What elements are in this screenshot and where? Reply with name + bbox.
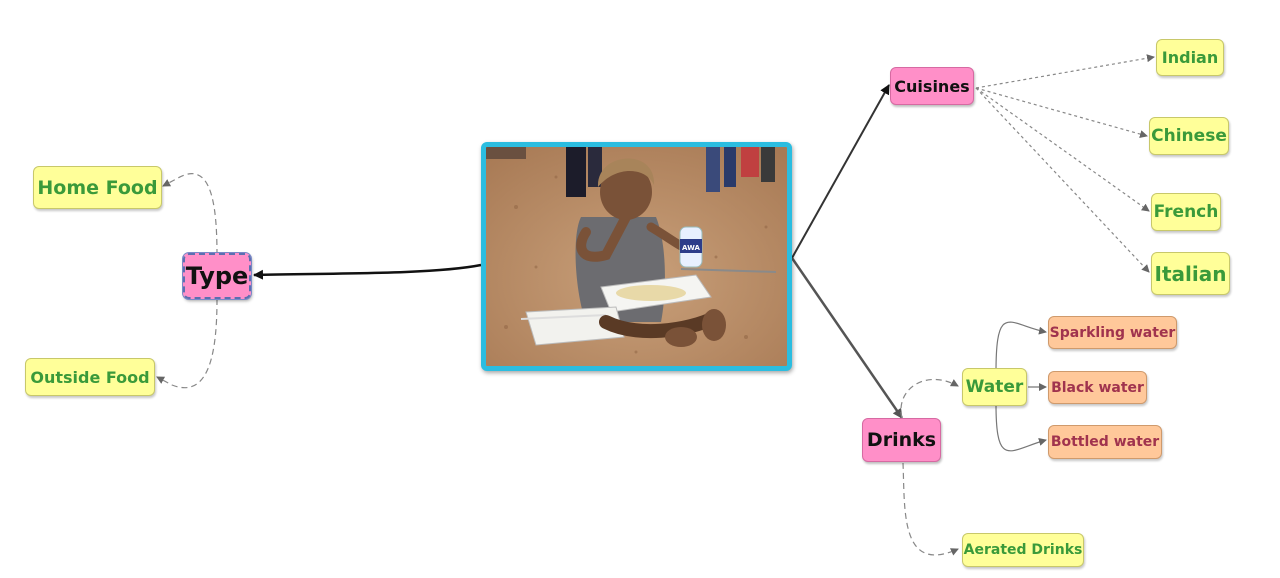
topic-cuisines-label: Cuisines: [894, 76, 970, 96]
subtopic-home-food[interactable]: Home Food: [33, 166, 162, 209]
subtopic-outside-food[interactable]: Outside Food: [25, 358, 155, 396]
subtopic-black-water-label: Black water: [1051, 379, 1144, 396]
photo-child-eating: AWA: [486, 147, 787, 366]
subtopic-aerated-drinks[interactable]: Aerated Drinks: [962, 533, 1084, 567]
connector-center-type: [253, 263, 482, 280]
connector-cuisines-italian: [975, 87, 1150, 273]
bottle-label-text: AWA: [682, 244, 701, 252]
subtopic-aerated-drinks-label: Aerated Drinks: [963, 542, 1083, 558]
topic-drinks-label: Drinks: [866, 429, 937, 451]
topic-type[interactable]: Type: [182, 252, 252, 300]
subtopic-italian-label: Italian: [1154, 261, 1227, 286]
topic-cuisines[interactable]: Cuisines: [890, 67, 974, 105]
subtopic-bottled-water-label: Bottled water: [1050, 434, 1160, 450]
subtopic-outside-food-label: Outside Food: [30, 367, 150, 387]
topic-type-label: Type: [185, 262, 249, 290]
connector-water-bottled: [995, 403, 1047, 452]
connector-center-drinks: [790, 257, 904, 419]
connector-center-cuisines: [791, 84, 890, 259]
subtopic-indian-label: Indian: [1161, 48, 1219, 67]
subtopic-water-label: Water: [965, 377, 1024, 397]
subtopic-chinese[interactable]: Chinese: [1149, 117, 1229, 155]
subtopic-bottled-water[interactable]: Bottled water: [1048, 425, 1162, 459]
connector-cuisines-chinese: [975, 87, 1148, 138]
subtopic-indian[interactable]: Indian: [1156, 39, 1224, 76]
connector-cuisines-indian: [975, 54, 1155, 89]
subtopic-chinese-label: Chinese: [1151, 126, 1227, 146]
subtopic-black-water[interactable]: Black water: [1048, 371, 1147, 404]
subtopic-french[interactable]: French: [1151, 193, 1221, 231]
connector-drinks-water: [900, 378, 959, 419]
subtopic-home-food-label: Home Food: [37, 176, 158, 199]
connector-type-homefood: [162, 173, 218, 256]
connector-drinks-aerated: [902, 462, 959, 556]
subtopic-italian[interactable]: Italian: [1151, 252, 1230, 295]
connector-water-sparkling: [995, 321, 1047, 373]
topic-drinks[interactable]: Drinks: [862, 418, 941, 462]
connector-type-outsidefood: [156, 298, 218, 389]
connector-cuisines-french: [975, 87, 1150, 212]
subtopic-french-label: French: [1153, 202, 1219, 222]
central-topic-image[interactable]: AWA: [481, 142, 792, 371]
subtopic-sparkling-water[interactable]: Sparkling water: [1048, 316, 1177, 349]
subtopic-water[interactable]: Water: [962, 368, 1027, 406]
subtopic-sparkling-water-label: Sparkling water: [1049, 324, 1176, 341]
